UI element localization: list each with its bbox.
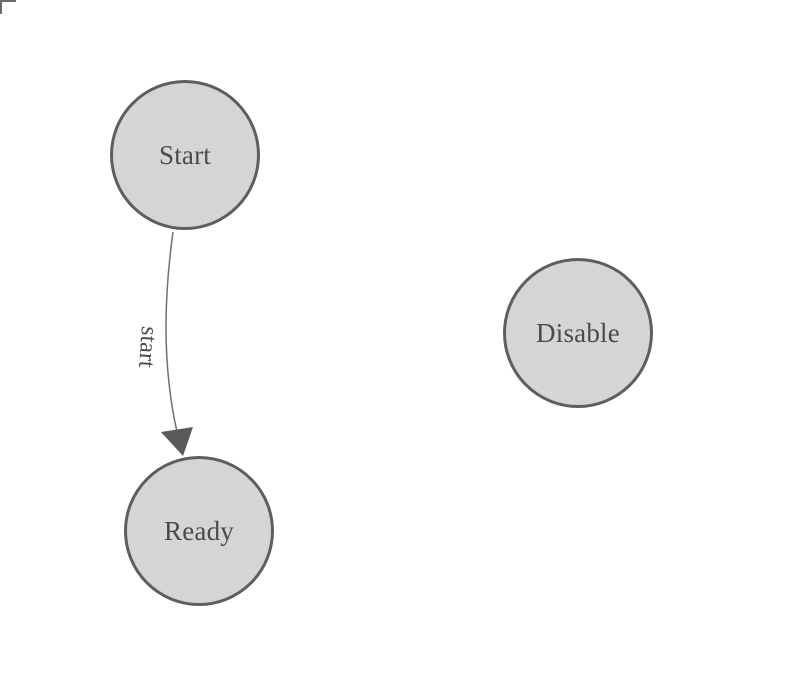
state-node-start[interactable]: Start — [110, 80, 260, 230]
node-label-ready: Ready — [164, 515, 234, 546]
node-label-disable: Disable — [536, 317, 620, 348]
state-node-disable[interactable]: Disable — [503, 258, 653, 408]
edge-start-to-ready[interactable] — [165, 231, 178, 433]
state-node-ready[interactable]: Ready — [124, 456, 274, 606]
arrowhead-icon — [161, 427, 193, 456]
edge-label-start[interactable]: start — [133, 325, 162, 369]
node-label-start: Start — [159, 139, 211, 170]
page-corner-mark — [0, 0, 16, 14]
